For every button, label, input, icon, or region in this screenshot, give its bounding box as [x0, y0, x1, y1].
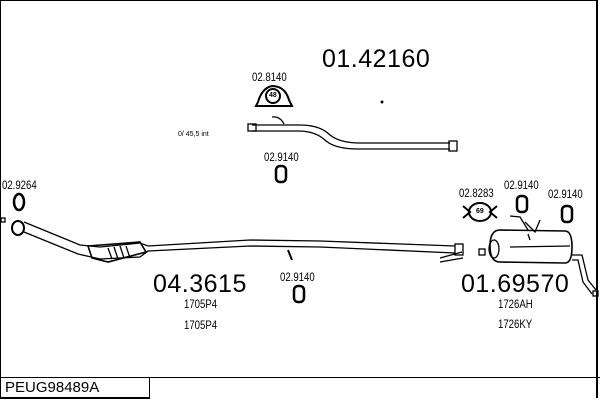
rubber-mount-icon [560, 204, 574, 224]
gasket-icon [12, 192, 26, 212]
part-number-clamp-right: 02.8283 [459, 186, 494, 200]
rubber-mount-icon [292, 284, 306, 304]
reference-box: PEUG98489A [0, 377, 150, 399]
rear-silencer-drawing [439, 215, 599, 297]
front-pipe-drawing [247, 100, 458, 152]
clamp-size: 69 [476, 208, 484, 215]
part-number-rubber-right-2: 02.9140 [548, 187, 583, 201]
part-number-rear-silencer: 01.69570 [461, 270, 570, 298]
part-number-clamp-top: 02.8140 [252, 70, 287, 84]
part-number-rubber-mid: 02.9140 [264, 150, 299, 164]
clamp-icon [254, 84, 294, 107]
part-number-front-pipe: 01.42160 [322, 45, 431, 73]
part-number-rubber-bottom: 02.9140 [280, 270, 315, 284]
connector-mark [0, 217, 6, 223]
oem-code: 1705P4 [184, 297, 218, 311]
reference-code: PEUG98489A [5, 379, 100, 396]
pipe-diameter-note: 0/ 45,5 int [178, 131, 209, 138]
rubber-mount-icon [274, 164, 288, 184]
rubber-mount-icon [515, 194, 529, 214]
clamp-icon [462, 202, 498, 222]
divider [0, 377, 600, 378]
catalyst-pipe-drawing [11, 220, 464, 263]
clamp-size: 48 [269, 92, 277, 99]
part-number-gasket: 02.9264 [2, 178, 37, 192]
oem-code: 1726AH [498, 297, 533, 311]
oem-code: 1726KY [498, 317, 533, 331]
part-number-rubber-right-1: 02.9140 [504, 178, 539, 192]
oem-code: 1705P4 [184, 318, 218, 332]
part-number-catalyst-pipe: 04.3615 [153, 270, 247, 298]
